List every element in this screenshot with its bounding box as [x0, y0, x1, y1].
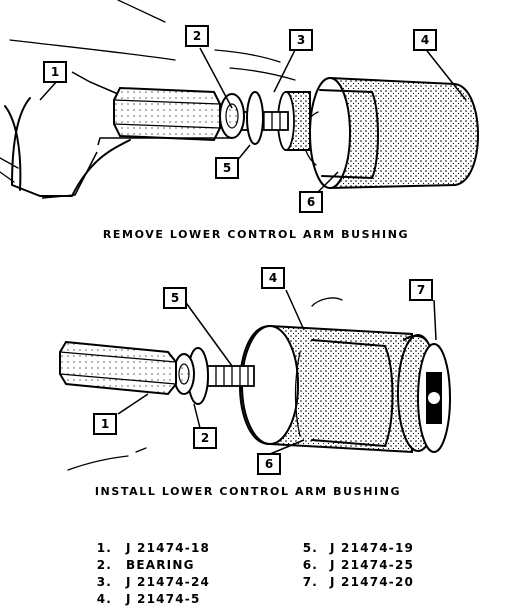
svg-text:7.: 7. — [303, 575, 318, 589]
svg-text:1: 1 — [101, 417, 109, 431]
svg-text:4.: 4. — [97, 592, 112, 606]
svg-text:3.: 3. — [97, 575, 112, 589]
svg-text:3: 3 — [297, 33, 305, 47]
control-arm-outline — [11, 97, 131, 197]
legend-item-4: 4. J 21474-5 — [97, 592, 201, 606]
svg-text:5: 5 — [223, 161, 231, 175]
callout-bottom-5: 5 — [163, 287, 187, 309]
svg-text:J 21474-19: J 21474-19 — [329, 541, 414, 555]
callout-top-3: 3 — [289, 29, 313, 51]
callout-bottom-7: 7 — [409, 279, 433, 301]
legend-item-7: 7. J 21474-20 — [303, 575, 414, 589]
callout-top-4: 4 — [413, 29, 437, 51]
callout-bottom-6: 6 — [257, 453, 281, 475]
svg-text:2.: 2. — [97, 558, 112, 572]
callout-top-6: 6 — [299, 191, 323, 213]
receiver-cylinder — [329, 76, 480, 190]
install-hex-nut — [59, 340, 177, 396]
svg-text:2: 2 — [193, 29, 201, 43]
svg-text:2: 2 — [201, 431, 209, 445]
callout-top-1: 1 — [43, 61, 67, 83]
callout-top-2: 2 — [185, 25, 209, 47]
top-caption: REMOVE LOWER CONTROL ARM BUSHING — [103, 228, 409, 241]
svg-text:4: 4 — [269, 271, 277, 285]
svg-text:1: 1 — [51, 65, 59, 79]
svg-text:5: 5 — [171, 291, 179, 305]
callout-top-5: 5 — [215, 157, 239, 179]
legend-item-5: 5. J 21474-19 — [303, 541, 414, 555]
svg-text:J 21474-5: J 21474-5 — [125, 592, 201, 606]
washer — [246, 91, 264, 145]
bottom-caption: INSTALL LOWER CONTROL ARM BUSHING — [95, 485, 401, 498]
legend-item-6: 6. J 21474-25 — [303, 558, 414, 572]
legend-item-2: 2. BEARING — [97, 558, 195, 572]
legend-item-1: 1. J 21474-18 — [97, 541, 210, 555]
svg-text:J 21474-25: J 21474-25 — [329, 558, 414, 572]
svg-text:J 21474-20: J 21474-20 — [329, 575, 414, 589]
svg-text:1.: 1. — [97, 541, 112, 555]
svg-text:J 21474-18: J 21474-18 — [125, 541, 210, 555]
svg-text:6: 6 — [265, 457, 273, 471]
callout-bottom-2: 2 — [193, 427, 217, 449]
legend-item-3: 3. J 21474-24 — [97, 575, 210, 589]
svg-text:6.: 6. — [303, 558, 318, 572]
svg-text:7: 7 — [417, 283, 425, 297]
install-bushing-figure: 5 4 7 1 2 6 INSTALL LOWER CONTROL ARM BU… — [59, 267, 451, 498]
svg-text:4: 4 — [421, 33, 429, 47]
svg-text:BEARING: BEARING — [126, 558, 195, 572]
callout-bottom-1: 1 — [93, 413, 117, 435]
svg-text:J 21474-24: J 21474-24 — [125, 575, 210, 589]
svg-text:5.: 5. — [303, 541, 318, 555]
svg-text:6: 6 — [307, 195, 315, 209]
callout-bottom-4: 4 — [261, 267, 285, 289]
remove-bushing-figure: 1 2 3 4 5 6 REMOVE LOWER CONTROL ARM BUS… — [0, 0, 480, 241]
parts-legend: 1. J 21474-18 2. BEARING 3. J 21474-24 4… — [97, 541, 414, 606]
hex-nut — [113, 86, 221, 142]
